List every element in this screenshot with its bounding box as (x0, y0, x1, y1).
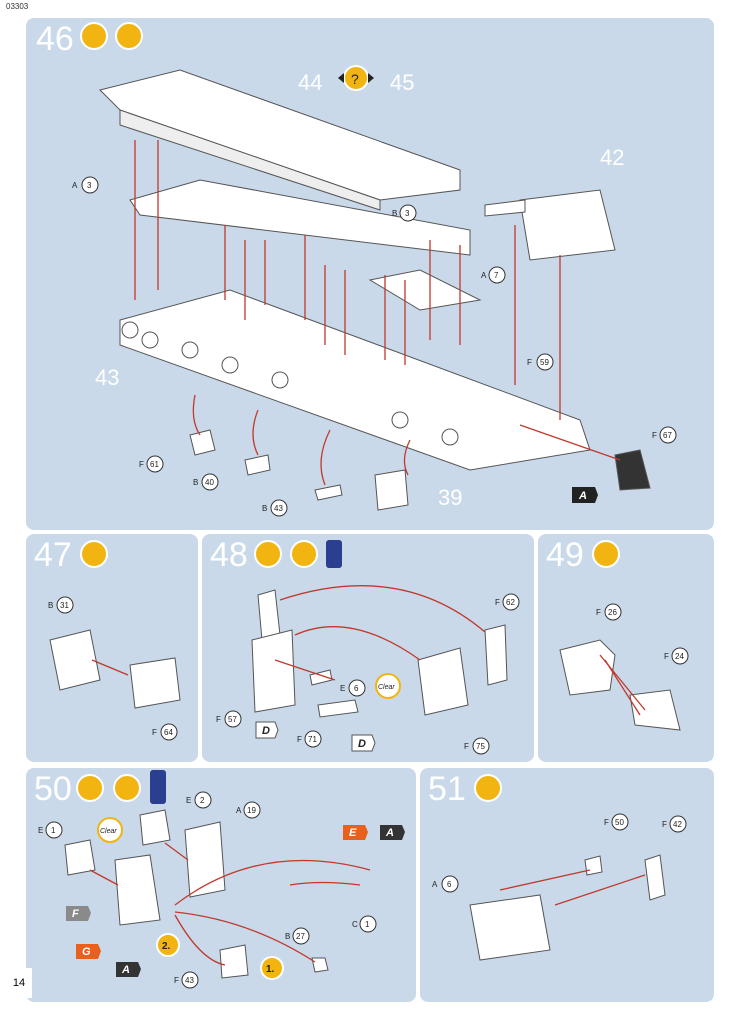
paint-brush-icon (113, 774, 141, 802)
svg-text:59: 59 (540, 358, 549, 367)
part-45-label: 45 (390, 70, 414, 95)
svg-text:43: 43 (185, 976, 194, 985)
svg-text:6: 6 (354, 684, 359, 693)
svg-text:A: A (72, 181, 78, 190)
svg-text:A: A (236, 806, 242, 815)
part-39-label: 39 (438, 485, 462, 510)
svg-text:6: 6 (447, 880, 452, 889)
svg-text:F: F (664, 652, 669, 661)
glue-icon (592, 540, 620, 568)
svg-text:31: 31 (60, 601, 69, 610)
step-50-number: 50 (34, 770, 72, 808)
svg-text:F: F (604, 818, 609, 827)
svg-text:F: F (297, 735, 302, 744)
step-51-panel (420, 768, 714, 1002)
svg-text:1: 1 (51, 826, 56, 835)
svg-text:61: 61 (150, 460, 159, 469)
step-51-number: 51 (428, 770, 466, 808)
svg-text:B: B (262, 504, 267, 513)
svg-text:1: 1 (365, 920, 370, 929)
step-49-number: 49 (546, 536, 584, 574)
svg-text:F: F (662, 820, 667, 829)
svg-text:57: 57 (228, 715, 237, 724)
svg-text:B: B (48, 601, 53, 610)
paint-brush-icon (290, 540, 318, 568)
svg-text:C: C (352, 920, 358, 929)
part-44-label: 44 (298, 70, 322, 95)
svg-text:Clear: Clear (100, 828, 117, 835)
svg-text:F: F (152, 728, 157, 737)
step-47-number: 47 (34, 536, 72, 574)
glue-icon (80, 22, 108, 50)
svg-text:F: F (72, 908, 79, 920)
svg-text:26: 26 (608, 608, 617, 617)
svg-text:E: E (340, 684, 345, 693)
glue-icon (76, 774, 104, 802)
svg-text:62: 62 (506, 598, 515, 607)
part-43-label: 43 (95, 365, 119, 390)
part-42-label: 42 (600, 145, 624, 170)
svg-text:75: 75 (476, 742, 485, 751)
svg-text:D: D (262, 725, 270, 737)
flag-a: A (578, 490, 587, 502)
svg-text:67: 67 (663, 431, 672, 440)
svg-text:F: F (464, 742, 469, 751)
svg-text:F: F (652, 431, 657, 440)
svg-text:B: B (285, 932, 290, 941)
svg-text:E: E (186, 796, 191, 805)
svg-text:1.: 1. (266, 964, 275, 975)
paint-bottle-icon (150, 770, 166, 804)
glue-icon (254, 540, 282, 568)
svg-text:F: F (139, 460, 144, 469)
svg-text:F: F (174, 976, 179, 985)
document-code: 03303 (6, 2, 29, 11)
svg-text:F: F (216, 715, 221, 724)
step-48-number: 48 (210, 536, 248, 574)
svg-text:Clear: Clear (378, 684, 395, 691)
svg-text:?: ? (351, 71, 359, 87)
paint-bottle-icon (326, 540, 342, 568)
svg-text:B: B (193, 478, 198, 487)
svg-text:42: 42 (673, 820, 682, 829)
svg-text:A: A (385, 827, 394, 839)
svg-text:3: 3 (87, 181, 92, 190)
glue-icon (474, 774, 502, 802)
svg-text:A: A (481, 271, 487, 280)
svg-text:2.: 2. (162, 941, 171, 952)
svg-text:24: 24 (675, 652, 684, 661)
step-46-number: 46 (36, 20, 74, 58)
svg-text:B: B (392, 209, 397, 218)
svg-text:F: F (495, 598, 500, 607)
svg-text:64: 64 (164, 728, 173, 737)
svg-text:E: E (349, 827, 357, 839)
svg-text:7: 7 (494, 271, 499, 280)
svg-text:F: F (527, 358, 532, 367)
svg-text:A: A (432, 880, 438, 889)
page-number: 14 (6, 968, 32, 998)
svg-text:D: D (358, 738, 366, 750)
svg-text:F: F (596, 608, 601, 617)
svg-text:G: G (82, 946, 91, 958)
svg-text:3: 3 (405, 209, 410, 218)
svg-text:E: E (38, 826, 43, 835)
svg-text:50: 50 (615, 818, 624, 827)
paint-brush-icon (115, 22, 143, 50)
glue-icon (80, 540, 108, 568)
svg-text:43: 43 (274, 504, 283, 513)
svg-text:40: 40 (205, 478, 214, 487)
svg-text:A: A (121, 964, 130, 976)
svg-text:19: 19 (247, 806, 256, 815)
svg-text:71: 71 (308, 735, 317, 744)
svg-text:27: 27 (296, 932, 305, 941)
svg-text:2: 2 (200, 796, 205, 805)
